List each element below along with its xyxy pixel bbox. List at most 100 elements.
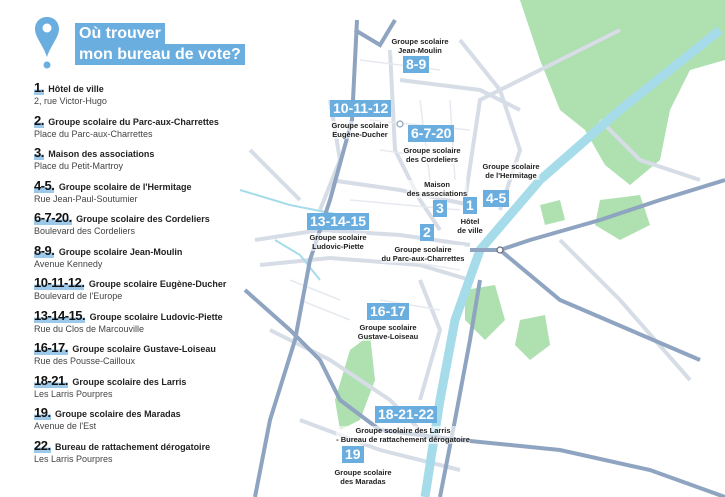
polling-station-marker[interactable]: 10-11-12 [330, 100, 392, 117]
map-pin-icon [35, 17, 59, 69]
marker-label-line-1: Groupe scolaire [403, 146, 461, 155]
legend-address: Place du Petit-Martroy [34, 161, 124, 171]
marker-label-line-1: Hôtel [460, 217, 480, 226]
polling-station-marker[interactable]: 3 [433, 200, 447, 217]
legend-number: 18-21. [34, 372, 68, 388]
legend-name: Hôtel de ville [48, 84, 104, 94]
legend-number: 3. [34, 145, 44, 160]
marker-label-line-2: de l'Hermitage [485, 171, 537, 180]
marker-label-line-1: Groupe scolaire des Larris [355, 426, 451, 435]
marker-label-line-1: Groupe scolaire [391, 37, 449, 46]
polling-station-marker[interactable]: 2 [420, 224, 434, 241]
minor-roads [248, 28, 701, 472]
legend-name: Groupe scolaire de l'Hermitage [58, 181, 192, 192]
legend-number: 2. [34, 112, 44, 128]
legend-name: Groupe scolaire des Maradas [55, 409, 181, 419]
legend-name: Groupe scolaire Ludovic-Piette [89, 311, 223, 322]
marker-label-line-2: des Cordeliers [405, 155, 459, 164]
polling-station-marker[interactable]: 19 [342, 446, 364, 463]
legend-address: Rue Jean-Paul-Soutumier [34, 193, 138, 204]
marker-label-line-1: Groupe scolaire [359, 323, 417, 332]
marker-label-line-1: Maison [424, 180, 450, 189]
legend-number: 22. [34, 437, 51, 453]
legend-item: 1. Hôtel de ville 2, rue Victor-Hugo [34, 80, 264, 107]
legend-item: 2. Groupe scolaire du Parc-aux-Charrette… [34, 112, 264, 140]
legend-name: Groupe scolaire Eugène-Ducher [88, 279, 227, 289]
legend-number: 6-7-20. [34, 210, 72, 225]
marker-label-line-1: Groupe scolaire [394, 245, 452, 254]
legend-number: 19. [34, 405, 51, 420]
legend-address: Rue du Clos de Marcouville [34, 323, 145, 334]
polling-station-marker[interactable]: 4-5 [483, 190, 510, 207]
legend-address: Place du Parc-aux-Charrettes [34, 128, 153, 139]
marker-label-line-1: Groupe scolaire [334, 468, 392, 477]
polling-station-marker[interactable]: 18-21-22 [375, 406, 438, 423]
legend-name: Groupe scolaire des Larris [72, 376, 187, 387]
legend-address: Rue des Pousse-Cailloux [34, 356, 136, 366]
parks [335, 0, 725, 430]
legend-name: Bureau de rattachement dérogatoire [55, 441, 211, 452]
legend-name: Groupe scolaire du Parc-aux-Charrettes [48, 116, 219, 127]
title-line-2: mon bureau de vote? [75, 44, 245, 65]
marker-label-line-1: Groupe scolaire [482, 162, 540, 171]
marker-label-line-2: Gustave-Loiseau [357, 332, 419, 341]
marker-label-line-2: Jean-Moulin [398, 46, 442, 55]
marker-label-line-2: Ludovic-Piette [312, 242, 364, 251]
marker-label: Groupe scolaire des Larris- Bureau de ra… [336, 426, 470, 444]
marker-label-line-2: des associations [406, 189, 468, 198]
polling-station-marker[interactable]: 16-17 [367, 303, 409, 320]
roundabout [496, 246, 504, 254]
polling-station-marker[interactable]: 13-14-15 [307, 213, 370, 230]
legend-name: Groupe scolaire Gustave-Loiseau [72, 344, 216, 354]
marker-label-line-2: du Parc-aux-Charrettes [381, 254, 465, 263]
polling-station-marker[interactable]: 8-9 [403, 56, 430, 73]
page-title: Où trouver mon bureau de vote? [75, 23, 245, 65]
legend-number: 13-14-15. [34, 307, 86, 323]
legend-address: Les Larris Pourpres [34, 453, 113, 464]
polling-station-marker[interactable]: 1 [463, 197, 477, 214]
legend-address: Avenue de l'Est [34, 421, 97, 431]
legend-address: Boulevard des Cordeliers [34, 226, 136, 236]
legend-name: Maison des associations [48, 149, 155, 159]
roundabout [396, 120, 404, 128]
legend-name: Groupe scolaire Jean-Moulin [58, 246, 183, 257]
title-line-1: Où trouver [75, 23, 165, 44]
legend-number: 4-5. [34, 177, 55, 193]
legend-item: 13-14-15. Groupe scolaire Ludovic-Piette… [34, 307, 264, 335]
marker-label-line-1: Groupe scolaire [309, 233, 367, 242]
legend-address: Avenue Kennedy [34, 258, 103, 269]
legend-number: 10-11-12. [34, 275, 85, 290]
legend-number: 8-9. [34, 242, 55, 258]
legend-number: 1. [34, 80, 44, 95]
legend-name: Groupe scolaire des Cordeliers [76, 214, 210, 224]
legend-address: 2, rue Victor-Hugo [34, 96, 107, 106]
marker-label-line-2: - Bureau de rattachement dérogatoire [336, 435, 470, 444]
marker-label-line-2: des Maradas [340, 477, 386, 486]
marker-label-line-2: Eugène-Ducher [332, 130, 388, 139]
legend-address: Les Larris Pourpres [34, 388, 113, 399]
marker-label-line-1: Groupe scolaire [331, 121, 389, 130]
polling-station-legend: 1. Hôtel de ville 2, rue Victor-Hugo 2. Gr… [34, 80, 264, 472]
legend-address: Boulevard de l'Europe [34, 291, 123, 301]
marker-label-line-2: de ville [457, 226, 483, 235]
polling-station-marker[interactable]: 6-7-20 [408, 125, 455, 142]
